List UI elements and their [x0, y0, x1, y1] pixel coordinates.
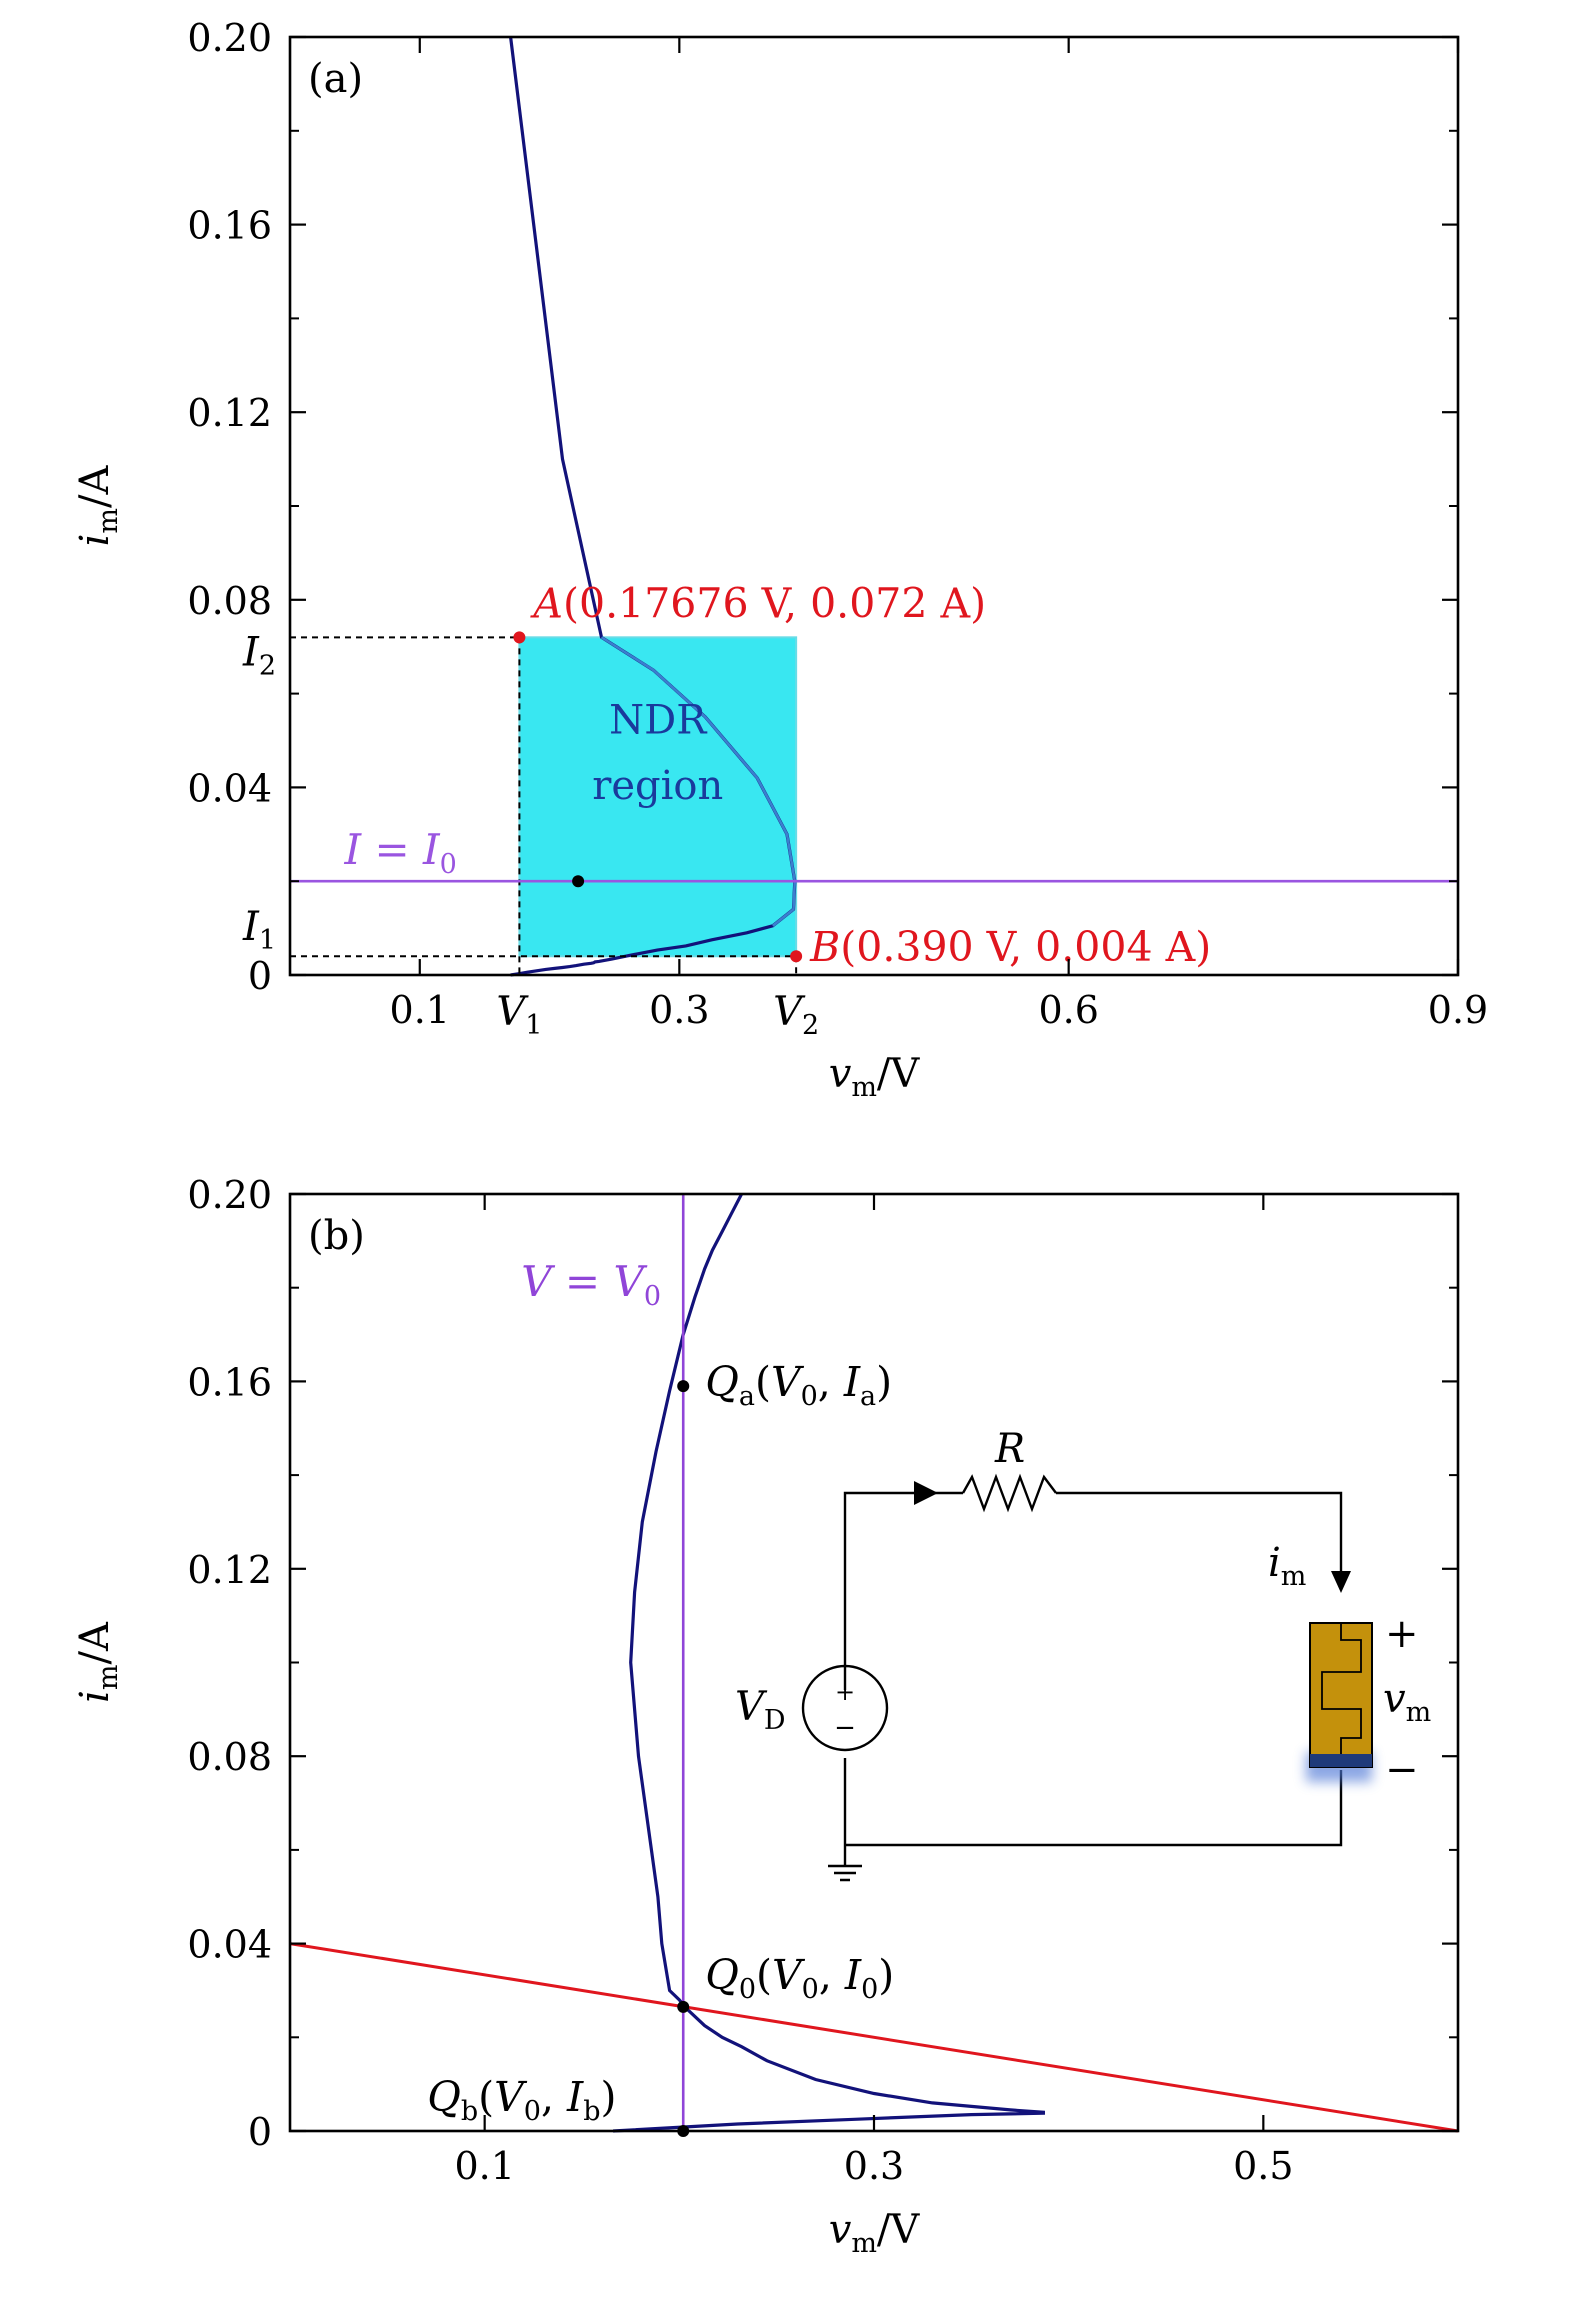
- x-tick-label: 0.5: [1233, 2144, 1293, 2188]
- point-qa-marker: [677, 1380, 690, 1393]
- hline-rhs-sub: 0: [440, 849, 457, 880]
- memristor-pattern: [1321, 1623, 1362, 1754]
- panel-a-label: (a): [308, 56, 363, 102]
- label-i1: I1: [242, 904, 276, 956]
- circuit-wire-top-right: [1056, 1491, 1343, 1580]
- vline-rhs: V: [613, 1257, 647, 1306]
- y-tick-label: 0.20: [187, 16, 272, 60]
- point-a-label: A(0.17676 V, 0.072 A): [529, 579, 986, 627]
- vline-v0-label: V = V0: [521, 1257, 661, 1312]
- point-q0-marker: [677, 2000, 690, 2013]
- memristor-base: [1310, 1754, 1372, 1767]
- point-b-label: B(0.390 V, 0.004 A): [809, 923, 1211, 971]
- y-tick-label: 0.08: [187, 1735, 272, 1779]
- device-voltage-label: vm: [1383, 1676, 1431, 1728]
- device-minus-sign: −: [1385, 1747, 1419, 1793]
- circuit-wire-right-lower: [845, 1770, 1343, 1847]
- point-a-marker: [513, 631, 526, 644]
- point-qa-label: Qa(V0, Ia): [705, 1358, 892, 1412]
- ndr-label-line2: region: [592, 763, 723, 809]
- device-plus-sign: +: [1385, 1611, 1419, 1657]
- y-tick-label: 0: [248, 954, 272, 998]
- hline-rhs: I: [422, 825, 441, 874]
- point-b-coords: (0.390 V, 0.004 A): [840, 923, 1211, 971]
- axis-ticks-a: 0 0.04 0.08 0.12 0.16 0.20 0.1 0.3 0.6 0.9: [187, 16, 1488, 1032]
- y-tick-label: 0.20: [187, 1173, 272, 1217]
- axis-ticks-b: 0 0.04 0.08 0.12 0.16 0.20 0.1 0.3 0.5: [187, 1173, 1458, 2188]
- point-a-name: A: [529, 579, 563, 627]
- point-qb-label: Qb(V0, Ib): [427, 2073, 616, 2127]
- hline-i0-label: I = I0: [344, 825, 457, 880]
- y-tick-label: 0.08: [187, 579, 272, 623]
- y-tick-label: 0.16: [187, 1360, 272, 1404]
- x-tick-label: 0.9: [1428, 988, 1488, 1032]
- panel-b: V = V0 Qa(V0, Ia) Q0(V0, I0) Qb(V0, Ib) …: [72, 1173, 1460, 2259]
- hline-eq: =: [361, 825, 423, 874]
- operating-point-marker: [572, 875, 585, 888]
- y-tick-label: 0.04: [187, 766, 272, 810]
- load-line: [289, 1942, 1459, 2133]
- y-tick-label: 0.12: [187, 391, 272, 435]
- panel-b-label: (b): [308, 1213, 365, 1259]
- circuit-inset: [801, 1473, 1373, 1882]
- y-axis-label-b: im/A: [72, 1621, 124, 1703]
- ndr-label-line1: NDR: [609, 697, 708, 743]
- point-q0-label: Q0(V0, I0): [705, 1951, 894, 2005]
- circuit-wire-top-left: [843, 1491, 963, 1690]
- current-arrow: [914, 1481, 938, 1505]
- voltage-source-symbol: [801, 1664, 889, 1752]
- current-label: im: [1268, 1540, 1306, 1592]
- point-b-marker: [790, 950, 803, 963]
- label-v1: V1: [496, 989, 542, 1041]
- x-axis-label-b: vm/V: [829, 2207, 921, 2259]
- y-tick-label: 0.12: [187, 1548, 272, 1592]
- y-axis-label-a: im/A: [72, 465, 124, 547]
- x-tick-label: 0.1: [454, 2144, 514, 2188]
- label-v2: V2: [773, 989, 819, 1041]
- y-tick-label: 0.16: [187, 204, 272, 248]
- source-plus-sign: +: [835, 1678, 855, 1706]
- source-label: VD: [735, 1684, 786, 1736]
- source-minus-sign: −: [834, 1713, 856, 1743]
- resistor-zigzag: [961, 1473, 1057, 1513]
- im-arrow: [1331, 1571, 1351, 1593]
- vline-lhs: V: [521, 1257, 555, 1306]
- vline-eq: =: [552, 1257, 614, 1306]
- x-tick-label: 0.6: [1038, 988, 1098, 1032]
- x-axis-label-a: vm/V: [829, 1051, 921, 1103]
- iv-curve-b: [613, 1193, 1045, 2133]
- vline-rhs-sub: 0: [644, 1281, 661, 1312]
- x-tick-label: 0.3: [649, 988, 709, 1032]
- point-b-name: B: [809, 923, 840, 971]
- point-a-coords: (0.17676 V, 0.072 A): [563, 579, 986, 627]
- plot-frame-a: [288, 35, 1460, 977]
- y-tick-label: 0.04: [187, 1923, 272, 1967]
- panel-a: NDR region I = I0 A(0.17676 V, 0.072 A) …: [72, 16, 1488, 1103]
- x-tick-label: 0.3: [844, 2144, 904, 2188]
- resistor-label: R: [994, 1426, 1025, 1472]
- hline-lhs: I: [344, 825, 363, 874]
- label-i2: I2: [242, 629, 276, 681]
- y-tick-label: 0: [248, 2110, 272, 2154]
- ground-symbol: [828, 1864, 862, 1882]
- x-tick-label: 0.1: [390, 988, 450, 1032]
- ndr-region: [518, 636, 798, 958]
- iv-curve-a-ndr-part: [600, 636, 797, 927]
